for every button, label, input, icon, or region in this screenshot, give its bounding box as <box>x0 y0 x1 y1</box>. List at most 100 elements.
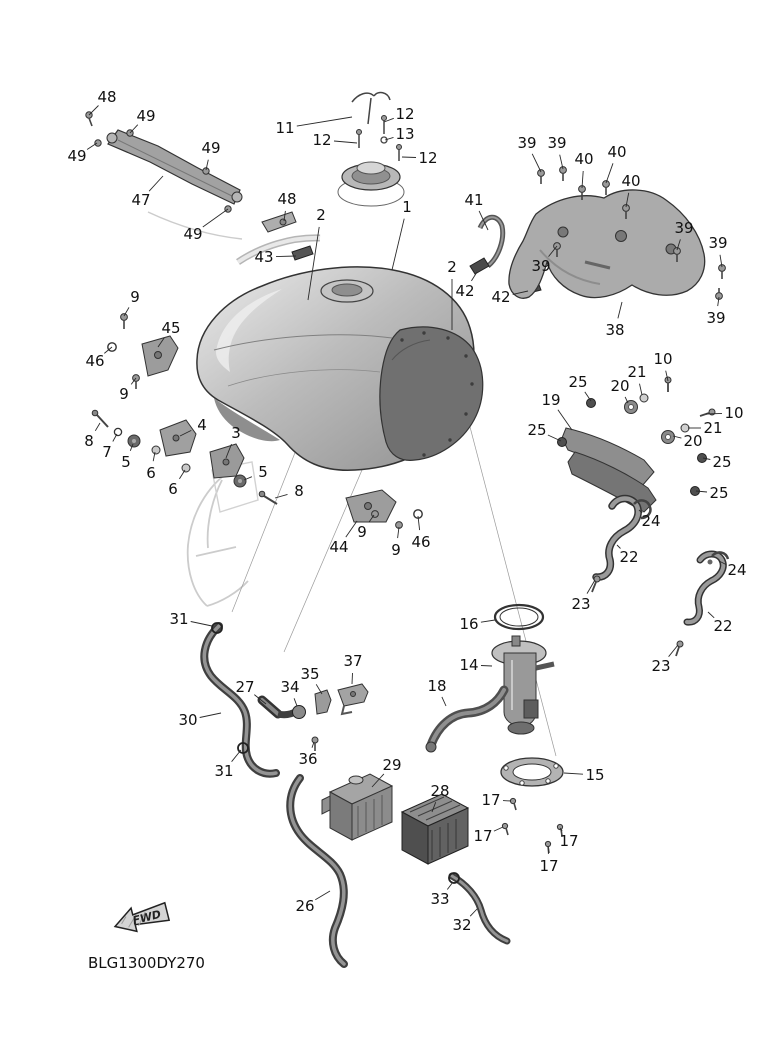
callout-7: 7 <box>102 443 112 461</box>
leader-line <box>129 443 134 451</box>
fuel-pump-14 <box>491 635 555 735</box>
callout-43: 43 <box>254 248 273 266</box>
leader-line <box>581 170 584 189</box>
leader-line <box>717 296 720 307</box>
callout-40: 40 <box>574 150 593 168</box>
tank-side-panel-shape <box>379 326 484 461</box>
callout-34: 34 <box>280 678 299 696</box>
leader-line <box>705 412 723 415</box>
grommets-25 <box>557 398 707 496</box>
callout-48: 48 <box>277 190 296 208</box>
bracket-cluster-3-8 <box>91 409 278 505</box>
leader-line <box>104 346 113 354</box>
callout-48: 48 <box>97 88 116 106</box>
callout-2: 2 <box>447 258 457 276</box>
callout-10: 10 <box>724 404 743 422</box>
leader-line <box>617 301 623 319</box>
callout-39: 39 <box>674 219 693 237</box>
leader-line <box>401 156 417 158</box>
leader-line <box>559 154 564 170</box>
leader-line <box>311 741 315 748</box>
leader-line <box>333 140 358 144</box>
leader-line <box>586 579 596 594</box>
bolts-39-40 <box>537 166 726 300</box>
callout-12: 12 <box>395 105 414 123</box>
callout-26: 26 <box>295 897 314 915</box>
leader-line <box>676 239 681 251</box>
callout-41: 41 <box>464 191 483 209</box>
leader-line <box>243 476 253 481</box>
leader-line <box>123 307 130 317</box>
cap-dome <box>356 161 386 175</box>
hook-41 <box>477 214 506 268</box>
callout-4: 4 <box>197 416 207 434</box>
bolts-10 <box>664 376 716 417</box>
fuel-cap-assembly <box>337 91 405 207</box>
rear-stay-38 <box>508 189 706 299</box>
tank-highlight <box>216 289 282 372</box>
washer-7 <box>113 427 123 437</box>
screws-8 <box>91 409 278 505</box>
callout-19: 19 <box>541 391 560 409</box>
callout-14: 14 <box>459 656 478 674</box>
cap-harness-wire <box>351 91 391 125</box>
bracket-37 <box>337 683 369 716</box>
o-ring-16 <box>493 603 545 631</box>
leader-line <box>351 672 353 685</box>
callout-8: 8 <box>84 432 94 450</box>
pump-top-nipple <box>511 635 521 647</box>
leader-line <box>493 826 504 832</box>
leader-line <box>179 429 192 437</box>
callout-12: 12 <box>418 149 437 167</box>
bracket-29 <box>321 773 394 841</box>
collars-21 <box>639 393 690 433</box>
leader-line <box>254 694 267 705</box>
callout-42: 42 <box>491 288 510 306</box>
leader-line <box>531 153 542 173</box>
callout-44: 44 <box>329 538 348 556</box>
callout-46: 46 <box>411 533 430 551</box>
leader-line <box>202 208 229 228</box>
leader-line <box>471 271 478 282</box>
leader-line <box>605 163 614 184</box>
callout-13: 13 <box>395 125 414 143</box>
callout-49: 49 <box>183 225 202 243</box>
callout-17: 17 <box>539 857 558 875</box>
screws-23 <box>591 575 684 657</box>
tank-side-panel <box>379 326 484 461</box>
callout-23: 23 <box>571 595 590 613</box>
leader-line <box>112 433 118 442</box>
leader-line <box>384 136 394 141</box>
leader-line <box>624 396 629 404</box>
screw-48-a <box>85 111 93 127</box>
washer-46-a <box>107 342 117 352</box>
callout-27: 27 <box>235 678 254 696</box>
leader-line <box>199 712 222 718</box>
tank-seam-line-2 <box>227 369 381 387</box>
leader-line <box>94 422 101 432</box>
leader-line <box>417 515 421 531</box>
leader-line <box>695 490 708 493</box>
leader-line <box>707 611 715 619</box>
leader-line <box>668 644 679 657</box>
leader-line <box>157 337 165 348</box>
callout-9: 9 <box>357 523 367 541</box>
callout-40: 40 <box>621 172 640 190</box>
callout-3: 3 <box>231 424 241 442</box>
leader-line <box>274 493 288 499</box>
leader-line <box>275 255 297 258</box>
leader-line <box>638 509 643 514</box>
callout-42: 42 <box>455 282 474 300</box>
leader-line <box>665 370 669 382</box>
clips-24 <box>633 499 730 565</box>
callout-5: 5 <box>258 463 268 481</box>
callout-5: 5 <box>121 453 131 471</box>
leader-line <box>152 451 156 462</box>
callout-17: 17 <box>481 791 500 809</box>
callout-23: 23 <box>651 657 670 675</box>
leader-line <box>446 881 454 890</box>
leader-line <box>480 619 496 623</box>
tank-underside-shadow <box>214 398 280 442</box>
